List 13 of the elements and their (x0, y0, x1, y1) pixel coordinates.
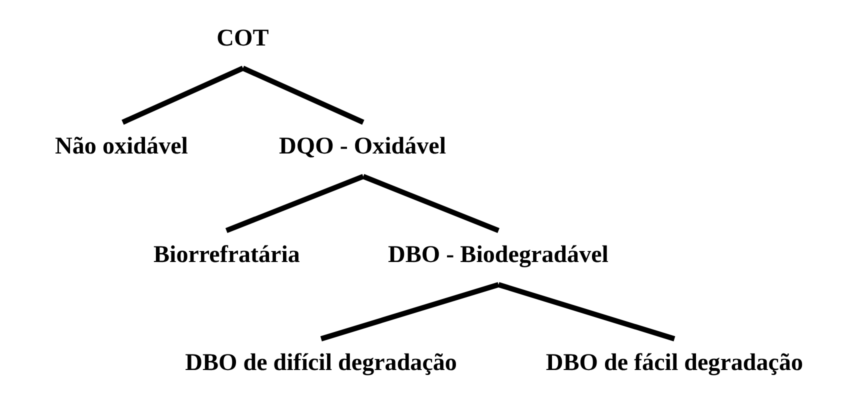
node-text: Não oxidável (54, 134, 188, 160)
connector (241, 66, 364, 125)
connector (362, 174, 499, 233)
connector (497, 282, 675, 342)
node-text: DQO - Oxidável (278, 134, 446, 160)
node-text: DBO - Biodegradável (388, 242, 608, 268)
connector (121, 66, 244, 125)
node-text: DBO de difícil degradação (184, 350, 456, 376)
connector (320, 282, 499, 342)
connector (224, 174, 364, 233)
node-text: DBO de fácil degradação (545, 350, 803, 376)
node-text: Biorrefratária (153, 242, 300, 268)
node-text: COT (216, 25, 268, 52)
